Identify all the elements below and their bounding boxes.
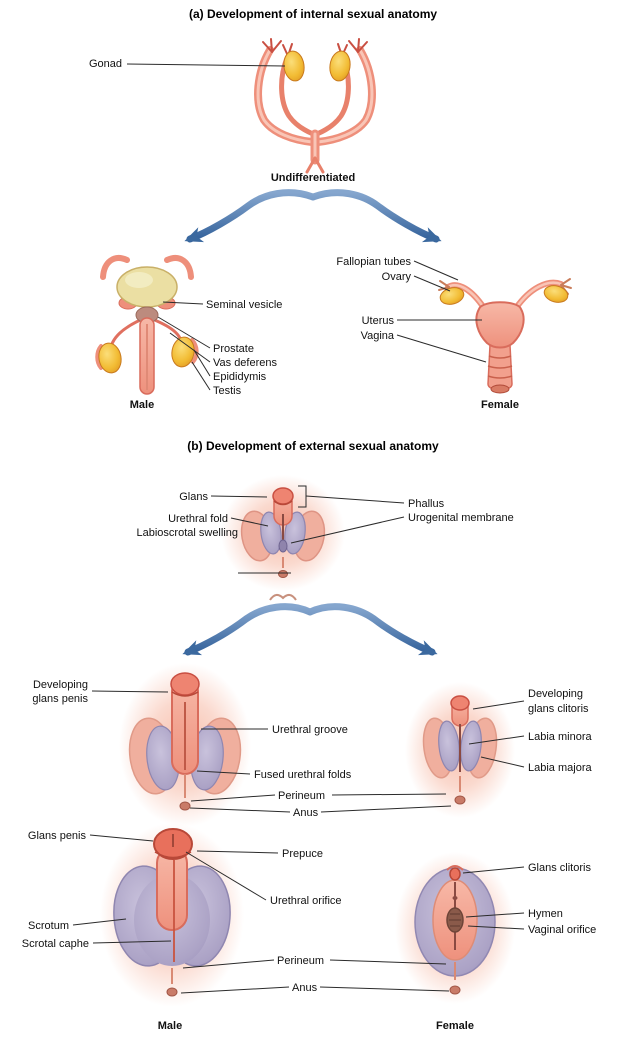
- gonad-right: [329, 50, 351, 82]
- labioscrotal-swelling-label: Labioscrotal swelling: [137, 527, 239, 539]
- anus-undiff: [278, 570, 288, 578]
- branch-arrows-b: [182, 603, 438, 656]
- fig-intermediate-female-external: [405, 682, 515, 818]
- branch-arrow-right: [309, 189, 442, 243]
- vaginal-orifice-label: Vaginal orifice: [528, 924, 596, 936]
- labia-minora-label: Labia minora: [528, 731, 592, 743]
- fig-male-internal: [95, 255, 199, 395]
- leader-lines-a: [126, 63, 487, 391]
- brace-squiggle: [269, 594, 297, 601]
- urogenital-membrane-label: Urogenital membrane: [408, 512, 514, 524]
- perineum-mid-label: Perineum: [278, 790, 325, 802]
- fig-female-internal: [438, 278, 572, 394]
- phallus-label: Phallus: [408, 498, 445, 510]
- hymen-label: Hymen: [528, 908, 563, 920]
- glans-clitoris-label: Glans clitoris: [528, 862, 591, 874]
- glans-penis-label: Glans penis: [28, 830, 87, 842]
- female-external-caption: Female: [436, 1020, 474, 1032]
- labia-majora-label: Labia majora: [528, 762, 592, 774]
- fig-undifferentiated-external: [221, 475, 345, 591]
- uterus-shape: [475, 301, 525, 349]
- fig-final-female-external: [395, 852, 515, 1004]
- testis-label: Testis: [213, 385, 242, 397]
- anus-final-label: Anus: [292, 982, 318, 994]
- prepuce-label: Prepuce: [282, 848, 323, 860]
- testis-right: [171, 336, 195, 368]
- perineum-final-label: Perineum: [277, 955, 324, 967]
- anus-mid-label: Anus: [293, 807, 319, 819]
- vas-deferens-label: Vas deferens: [213, 357, 278, 369]
- fig-undifferentiated-internal: [254, 38, 376, 174]
- male-external-caption: Male: [158, 1020, 182, 1032]
- urethral-fold-label: Urethral fold: [168, 513, 228, 525]
- section-a-title: (a) Development of internal sexual anato…: [189, 7, 437, 21]
- branch-arrow-b-right: [306, 603, 438, 656]
- glans-label: Glans: [179, 491, 208, 503]
- fallopian-tubes-label: Fallopian tubes: [336, 256, 411, 268]
- scrotal-raphe-label: Scrotal caphe: [22, 938, 89, 950]
- developing-glans-clitoris-label-line1: Developing: [528, 688, 583, 700]
- uterus-label: Uterus: [362, 315, 395, 327]
- ovary-left: [439, 287, 465, 305]
- branch-arrow-b-left: [182, 603, 314, 656]
- glans-clitoris-shape: [449, 867, 461, 881]
- developing-glans-penis-label-line1: Developing: [33, 679, 88, 691]
- fused-urethral-folds-label: Fused urethral folds: [254, 769, 352, 781]
- gonad-label: Gonad: [89, 58, 122, 70]
- penis-shaft: [156, 847, 188, 931]
- undifferentiated-label: Undifferentiated: [271, 172, 355, 184]
- urethral-groove-label: Urethral groove: [272, 724, 348, 736]
- urethral-orifice-label: Urethral orifice: [270, 895, 342, 907]
- leader-lines-b-final: [72, 834, 525, 994]
- leader-lines-b-intermediate: [91, 690, 525, 813]
- ovary-label: Ovary: [382, 271, 412, 283]
- developing-glans-clitoris-label-line2: glans clitoris: [528, 703, 589, 715]
- bladder: [116, 266, 178, 308]
- epididymis-label: Epididymis: [213, 371, 267, 383]
- branch-arrow-left: [184, 189, 317, 243]
- leader-lines-b-upper: [210, 485, 405, 574]
- ovary-right: [543, 285, 569, 303]
- prostate-label: Prostate: [213, 343, 254, 355]
- developing-glans-penis-label-line2: glans penis: [32, 693, 88, 705]
- fig-final-male-external: [100, 823, 244, 1007]
- female-internal-caption: Female: [481, 399, 519, 411]
- male-internal-caption: Male: [130, 399, 154, 411]
- vagina-label: Vagina: [361, 330, 395, 342]
- fig-intermediate-male-external: [119, 663, 251, 827]
- section-b-title: (b) Development of external sexual anato…: [187, 439, 439, 453]
- scrotum-label: Scrotum: [28, 920, 69, 932]
- testis-left: [98, 342, 122, 374]
- gonad-left: [283, 50, 305, 82]
- branch-arrows-a: [184, 189, 442, 243]
- seminal-vesicle-label: Seminal vesicle: [206, 299, 282, 311]
